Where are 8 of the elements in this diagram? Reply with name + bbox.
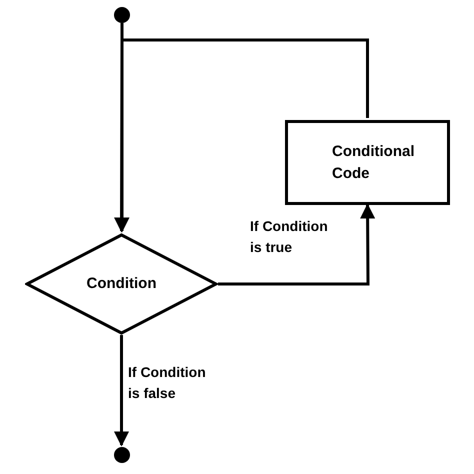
- arrow: [218, 204, 376, 286]
- decision-text: Condition: [86, 274, 156, 294]
- edge-label: If Condition is false: [128, 363, 207, 403]
- process-box: [285, 120, 450, 205]
- arrow: [114, 335, 129, 446]
- arrow: [114, 38, 369, 232]
- edge-label: If Condition is true: [250, 217, 329, 257]
- process-text: Conditional Code: [332, 142, 416, 184]
